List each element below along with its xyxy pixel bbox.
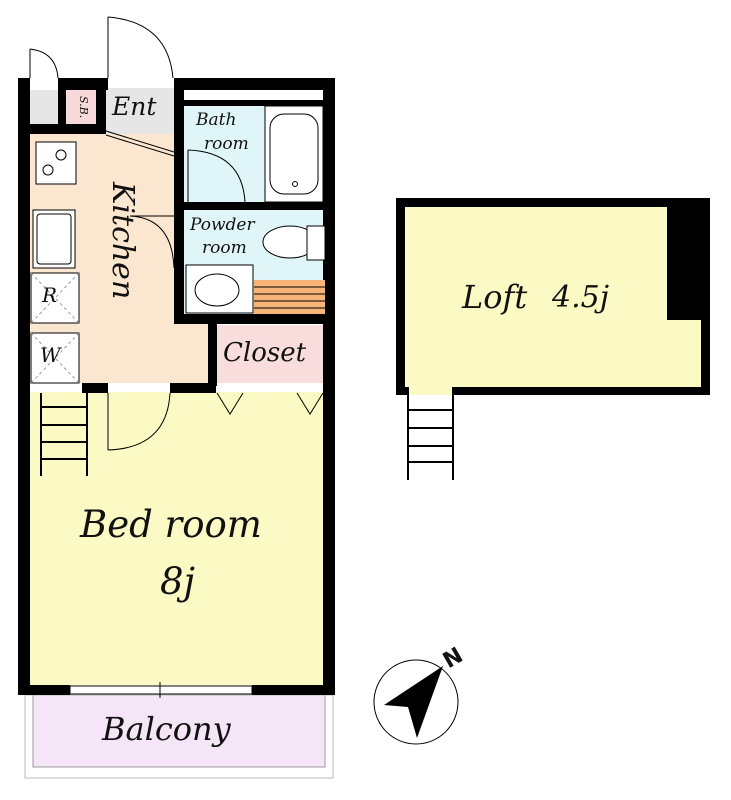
bathroom-label-line2: room: [204, 134, 249, 154]
powder-room-label-line1: Powder: [190, 215, 255, 235]
north-arrow-icon: [373, 659, 459, 745]
washer-label: W: [40, 343, 61, 367]
entrance-label: Ent: [112, 92, 157, 121]
balcony-area: [32, 694, 326, 768]
bedroom-area: [28, 392, 325, 685]
loft-size: 4.5j: [552, 280, 610, 315]
bedroom-size: 8j: [160, 560, 196, 603]
closet-label: Closet: [223, 338, 307, 368]
kitchen-sink: [32, 209, 76, 269]
powder-room-label-line2: room: [202, 238, 247, 258]
shoe-box-area: [66, 88, 96, 126]
balcony-label: Balcony: [102, 710, 231, 748]
compass: N: [372, 643, 472, 750]
refrigerator-label: R: [42, 283, 58, 307]
loft-label: Loft: [462, 278, 528, 316]
stove: [35, 141, 77, 185]
bathroom-label-line1: Bath: [196, 110, 237, 130]
closet-area: [217, 325, 325, 383]
shoe-box-label: S.B.: [77, 96, 90, 119]
balcony-outline: [24, 694, 334, 779]
walls: [18, 78, 335, 695]
kitchen-label: Kitchen: [105, 182, 140, 300]
bedroom-label: Bed room: [80, 503, 262, 546]
